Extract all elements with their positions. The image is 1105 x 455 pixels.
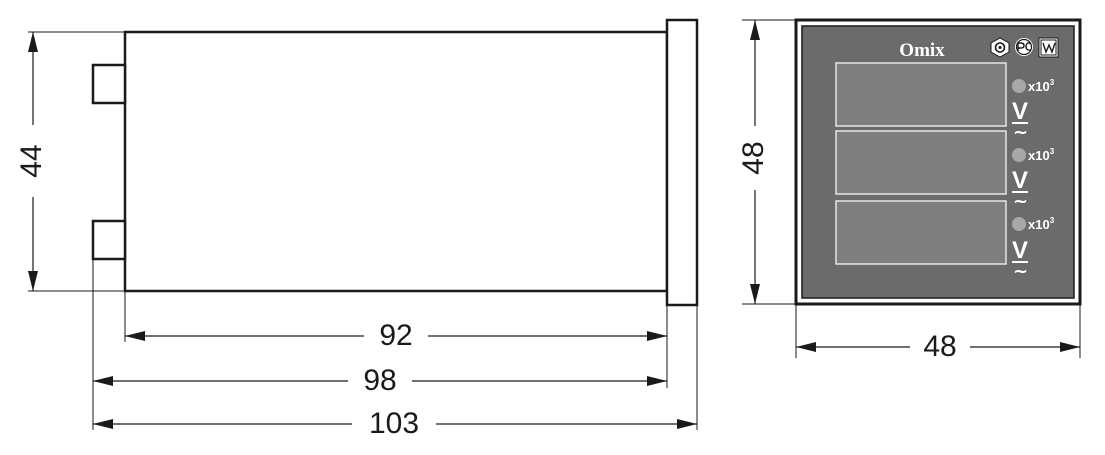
ac-symbol-2: ~: [1013, 191, 1028, 212]
multiplier-led-1: [1012, 79, 1026, 93]
dimension-total-length-label: 103: [369, 407, 419, 440]
side-housing-body: [123, 30, 669, 293]
dimension-body-length: 92: [125, 319, 667, 352]
brand-logo: Omix: [899, 40, 945, 61]
dimension-front-height-label: 48: [737, 141, 770, 174]
channel-2: x103 V ~: [835, 130, 1055, 212]
multiplier-label-1: x103: [1028, 78, 1055, 94]
channel-1: x103 V ~: [835, 62, 1055, 143]
channel-3: x103 V ~: [835, 200, 1055, 282]
side-mounting-clip-top: [91, 63, 127, 105]
multiplier-label-2: x103: [1028, 147, 1055, 163]
ac-symbol-3: ~: [1013, 261, 1028, 282]
dimension-side-height: 44: [15, 32, 48, 291]
dimension-front-width: 48: [796, 330, 1080, 363]
pct-mark-icon: [1015, 38, 1033, 56]
side-extension-lines: [28, 31, 698, 430]
dimension-length-without-front-label: 98: [363, 364, 396, 397]
dimension-front-width-label: 48: [923, 330, 956, 363]
front-view: Omix x103 V ~: [794, 18, 1082, 306]
quality-mark-icon: [1038, 37, 1059, 58]
side-mounting-clip-bottom: [91, 219, 127, 261]
unit-label-2: V: [1012, 167, 1028, 194]
display-window-2: [835, 130, 1007, 195]
unit-label-3: V: [1012, 237, 1028, 264]
multiplier-led-2: [1012, 148, 1026, 162]
side-front-bezel: [665, 18, 699, 307]
unit-label-1: V: [1012, 98, 1028, 125]
gost-circle-icon: [990, 37, 1010, 58]
multiplier-label-3: x103: [1028, 216, 1055, 232]
display-window-3: [835, 200, 1007, 265]
dimension-side-height-label: 44: [15, 144, 48, 177]
display-window-1: [835, 62, 1007, 127]
dimension-length-without-front: 98: [93, 364, 667, 397]
dimension-total-length: 103: [93, 407, 697, 440]
multiplier-led-3: [1012, 217, 1026, 231]
ac-symbol-1: ~: [1013, 122, 1028, 143]
dimension-front-height: 48: [737, 20, 770, 304]
dimension-body-length-label: 92: [379, 319, 412, 352]
side-view: [91, 18, 699, 307]
